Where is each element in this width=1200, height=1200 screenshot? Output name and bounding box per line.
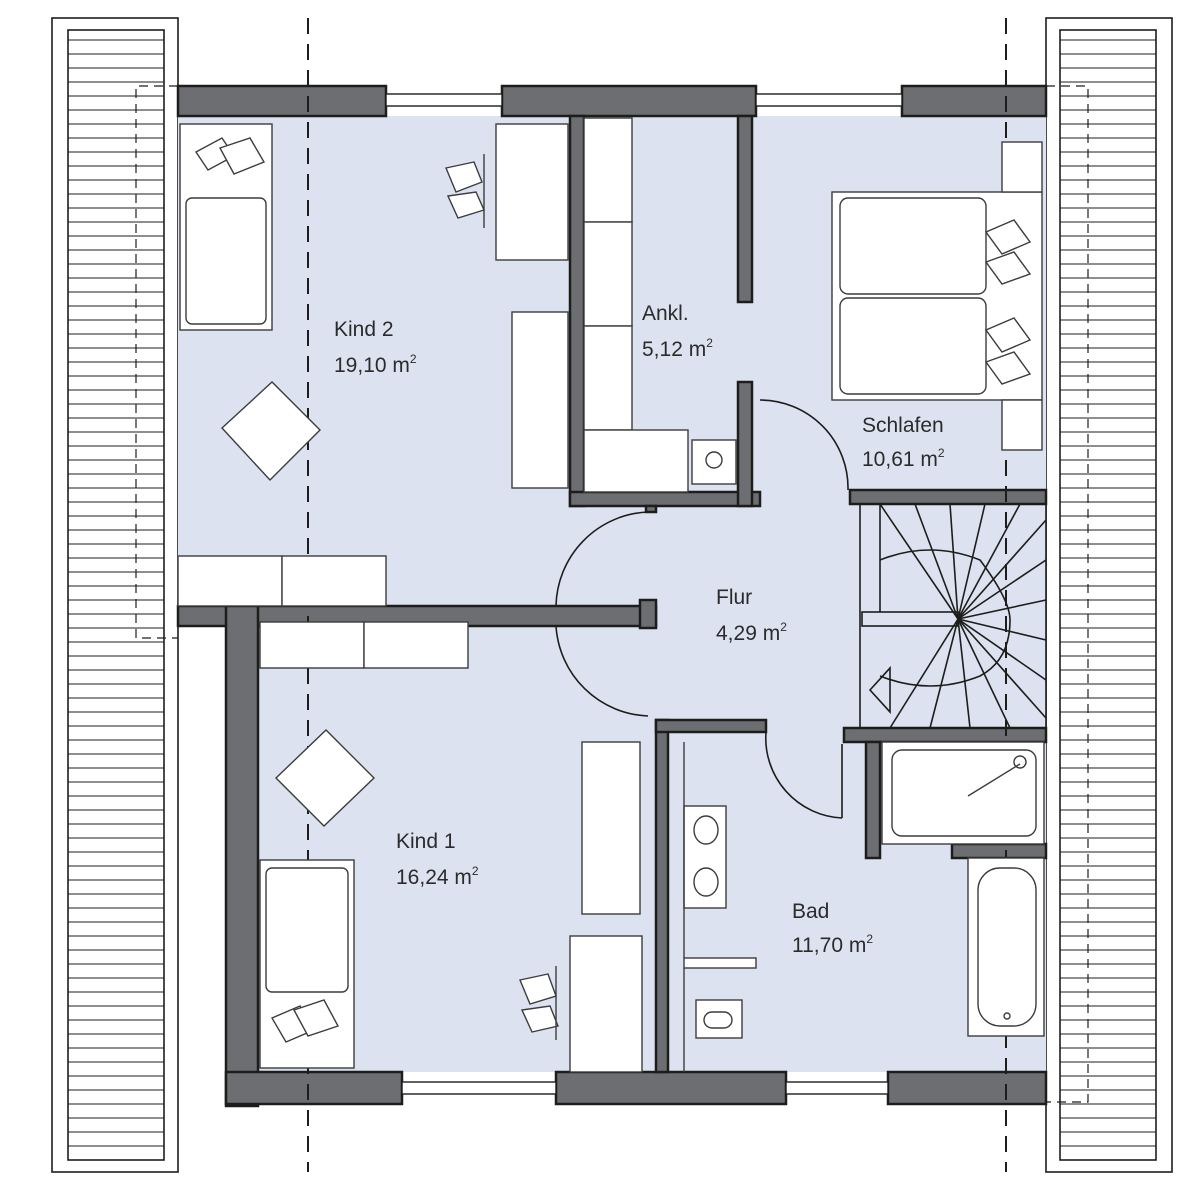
room-area-kind1: 16,24 m2 [396,864,479,889]
room-area-bad: 11,70 m2 [792,932,873,957]
schlafen-furniture [831,141,1043,451]
stair-step [957,618,1011,729]
stair-step [949,503,959,620]
room-name-kind1: Kind 1 [396,830,456,853]
room-labels: Kind 2 19,10 m2 Ankl. 5,12 m2 Schlafen 1… [334,302,945,957]
doors [555,399,849,819]
kind1-furniture [259,621,643,1073]
stair-step [957,503,986,620]
stair-step [957,618,1047,719]
stair-step [914,503,959,620]
room-area-schlafen: 10,61 m2 [862,446,945,471]
kind2-furniture [177,123,569,607]
room-area-kind2: 19,10 m2 [334,352,417,377]
roof-slope-right [1045,17,1173,1173]
stair-step [957,599,1047,620]
stair-step [957,559,1047,620]
knee-wall-outline [135,85,1089,1103]
room-name-schlafen: Schlafen [862,414,944,437]
room-name-kind2: Kind 2 [334,318,394,341]
stair-step [957,618,1047,641]
windows [385,93,903,1095]
ankl-furniture [583,117,737,493]
walls [176,84,1048,1108]
stair-step [889,618,959,729]
stair-step [957,618,1047,681]
roof-slope-left [51,17,179,1173]
room-area-ankl: 5,12 m2 [642,336,713,361]
stair-step [957,519,1047,620]
stair-step [957,503,1021,620]
room-area-flur: 4,29 m2 [716,620,787,645]
stair-step [957,618,971,729]
room-name-ankl: Ankl. [642,302,689,325]
stair-step [929,618,959,729]
staircase [859,503,1047,729]
bad-furniture [683,741,1045,1072]
room-name-flur: Flur [716,586,752,609]
stair-step [879,503,959,620]
room-name-bad: Bad [792,900,829,923]
